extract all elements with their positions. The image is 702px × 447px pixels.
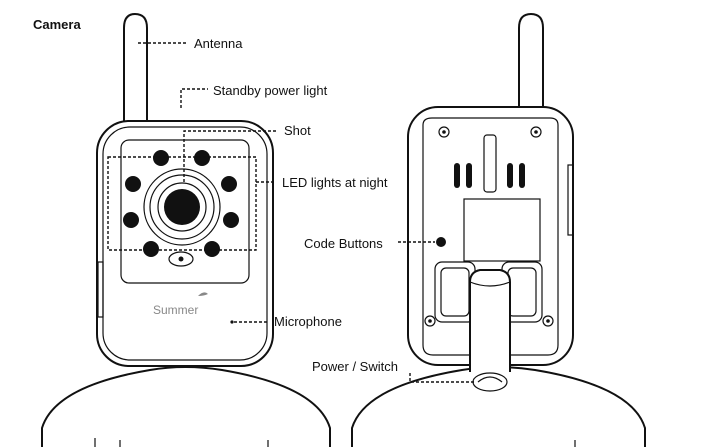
led-light [153,150,169,166]
led-light [143,241,159,257]
led-light [204,241,220,257]
led-light [221,176,237,192]
front-panel [120,139,250,284]
led-light [125,176,141,192]
power-switch-leader [409,373,474,383]
label-standby-power-light: Standby power light [213,83,328,98]
led-lights [123,150,239,257]
vent-slots [454,163,525,188]
lens [143,168,221,246]
stand-post [469,269,511,372]
camera-back-view [351,12,646,447]
led-light [223,212,239,228]
led-light [123,212,139,228]
label-power-switch: Power / Switch [312,359,398,374]
screws [424,126,554,327]
camera-front-view: Summer [41,12,331,447]
camera-body-front [96,120,274,367]
brand-logo: Summer [153,303,198,317]
label-area [463,198,541,262]
camera-base-front [41,366,331,447]
diagram-title: Camera [33,17,81,32]
label-code-buttons: Code Buttons [304,236,383,251]
antenna [123,12,148,126]
label-led-lights: LED lights at night [282,175,388,190]
code-button [436,237,446,247]
label-shot: Shot [284,123,311,138]
center-rib [483,134,497,193]
antenna-back [518,12,544,126]
led-light [194,150,210,166]
light-sensor [168,251,194,267]
standby-leader [180,88,208,108]
shot-leader [183,130,276,182]
label-antenna: Antenna [194,36,243,51]
label-microphone: Microphone [274,314,342,329]
led-leader-box [107,156,257,251]
